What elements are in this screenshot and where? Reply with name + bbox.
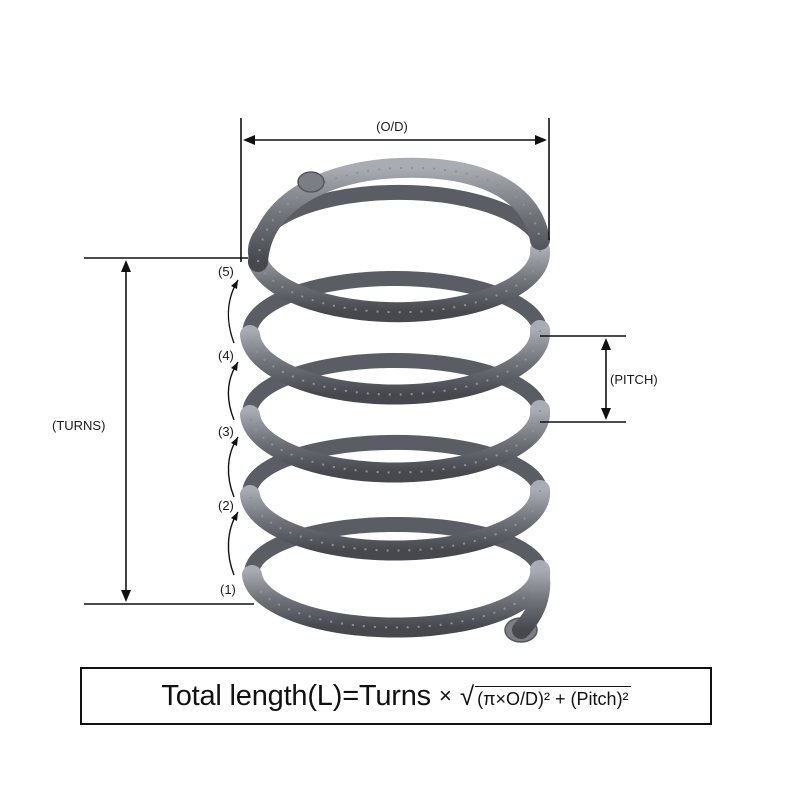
radical-sign: √ <box>459 681 475 711</box>
formula-square-root: √ (π×O/D)² + (Pitch)² <box>460 683 631 709</box>
turns-dimension: (TURNS) <box>52 257 254 605</box>
pitch-dimension: (PITCH) <box>540 335 658 423</box>
spring-illustration <box>240 157 551 643</box>
formula-times-sign: × <box>438 683 452 708</box>
pitch-label: (PITCH) <box>610 372 658 387</box>
outer-diameter-dimension: (O/D) <box>240 118 550 262</box>
turn-number-4: (4) <box>218 348 234 363</box>
formula-radicand: (π×O/D)² + (Pitch)² <box>475 686 631 709</box>
spring-rib-texture <box>249 249 542 629</box>
formula-lhs: Total length(L)=Turns <box>161 679 431 712</box>
turns-label: (TURNS) <box>52 418 105 433</box>
outer-diameter-label: (O/D) <box>376 119 408 134</box>
formula-box: Total length(L)=Turns × √ (π×O/D)² + (Pi… <box>80 667 712 725</box>
turn-number-3: (3) <box>218 424 234 439</box>
turn-number-1: (1) <box>220 582 236 597</box>
turn-number-labels: (1) (2) (3) (4) (5) <box>218 264 236 597</box>
turn-number-2: (2) <box>218 498 234 513</box>
turn-number-5: (5) <box>218 264 234 279</box>
spring-top-turn <box>248 157 550 272</box>
spring-top-end-cap <box>297 171 325 193</box>
turn-count-arrowheads <box>231 280 238 521</box>
